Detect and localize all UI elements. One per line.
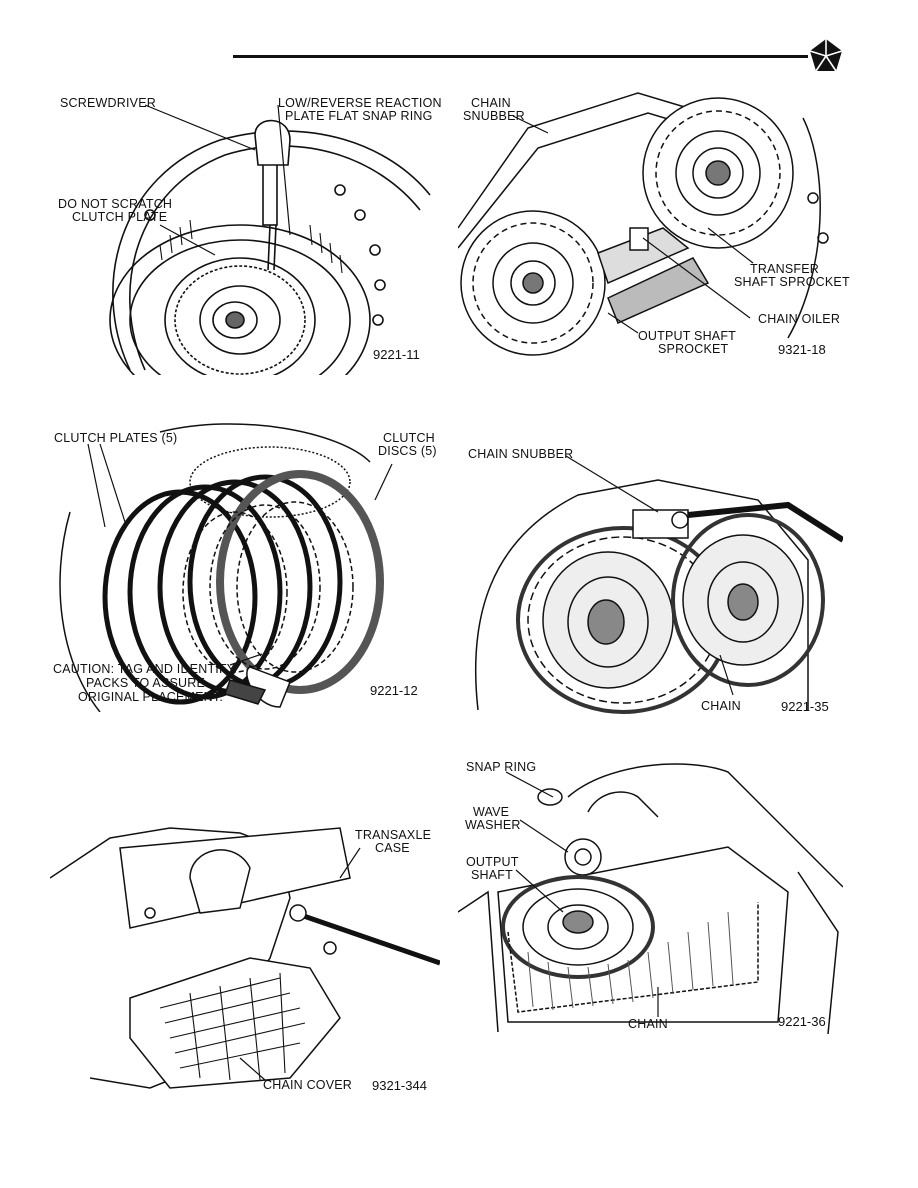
label-clutch-plates: CLUTCH PLATES (5) bbox=[54, 431, 178, 445]
label-snap-ring-line1: LOW/REVERSE REACTION bbox=[278, 96, 442, 110]
label-do-not-scratch-line2: CLUTCH PLATE bbox=[72, 210, 168, 224]
figure-9221-35: CHAIN SNUBBER CHAIN 9221-35 bbox=[458, 440, 843, 718]
label-transaxle-case-line1: TRANSAXLE bbox=[355, 828, 432, 842]
figure-number: 9321-344 bbox=[372, 1078, 427, 1093]
label-clutch-discs-line2: DISCS (5) bbox=[378, 444, 437, 458]
label-transfer-line2: SHAFT SPROCKET bbox=[734, 275, 850, 289]
label-snap-ring: SNAP RING bbox=[466, 760, 537, 774]
label-chain: CHAIN bbox=[628, 1017, 668, 1031]
label-chain: CHAIN bbox=[701, 699, 741, 713]
label-chain-snubber-line2: SNUBBER bbox=[463, 109, 525, 123]
figure-number: 9221-36 bbox=[778, 1014, 826, 1029]
figure-9221-12: CLUTCH PLATES (5) CLUTCH DISCS (5) CAUTI… bbox=[40, 422, 440, 712]
label-screwdriver: SCREWDRIVER bbox=[60, 96, 156, 110]
label-chain-snubber: CHAIN SNUBBER bbox=[468, 447, 574, 461]
label-caution-line2: PACKS TO ASSURE bbox=[86, 676, 206, 690]
label-chain-oiler: CHAIN OILER bbox=[758, 312, 841, 326]
figure-number: 9221-11 bbox=[373, 347, 420, 362]
label-clutch-discs-line1: CLUTCH bbox=[383, 431, 435, 445]
label-transfer-line1: TRANSFER bbox=[750, 262, 819, 276]
label-caution-line1: CAUTION: TAG AND IDENTIFY bbox=[53, 662, 236, 676]
label-chain-snubber-line1: CHAIN bbox=[471, 96, 511, 110]
label-chain-cover: CHAIN COVER bbox=[263, 1078, 353, 1092]
label-output-sprocket-line1: OUTPUT SHAFT bbox=[638, 329, 737, 343]
clutch-plate-snap-ring-illustration bbox=[109, 104, 431, 375]
label-wave-washer-line2: WASHER bbox=[465, 818, 521, 832]
figure-9221-11: SCREWDRIVER LOW/REVERSE REACTION PLATE F… bbox=[50, 85, 442, 375]
label-output-shaft-line2: SHAFT bbox=[471, 868, 513, 882]
figure-number: 9321-18 bbox=[778, 342, 826, 357]
label-output-shaft-line1: OUTPUT bbox=[466, 855, 519, 869]
figure-number: 9221-12 bbox=[370, 683, 418, 698]
clutch-packs-illustration bbox=[59, 423, 393, 712]
label-output-sprocket-line2: SPROCKET bbox=[658, 342, 729, 356]
label-caution-line3: ORIGINAL PLACEMENT. bbox=[78, 690, 224, 704]
label-transaxle-case-line2: CASE bbox=[375, 841, 410, 855]
figure-9221-36: SNAP RING WAVE WASHER OUTPUT SHAFT CHAIN… bbox=[458, 752, 843, 1034]
figure-number: 9221-35 bbox=[781, 699, 829, 714]
chain-snubber-illustration bbox=[474, 455, 843, 714]
output-shaft-snap-ring-illustration bbox=[458, 763, 843, 1034]
header-rule bbox=[233, 55, 808, 58]
label-do-not-scratch-line1: DO NOT SCRATCH bbox=[58, 197, 173, 211]
label-snap-ring-line2: PLATE FLAT SNAP RING bbox=[285, 109, 433, 123]
chain-cover-illustration bbox=[50, 827, 440, 1089]
label-wave-washer-line1: WAVE bbox=[473, 805, 510, 819]
pentastar-logo-icon bbox=[809, 39, 843, 72]
figure-9321-18: CHAIN SNUBBER TRANSFER SHAFT SPROCKET CH… bbox=[458, 88, 850, 363]
figure-9321-344: TRANSAXLE CASE CHAIN COVER 9321-344 bbox=[50, 818, 440, 1098]
transfer-sprocket-illustration bbox=[458, 92, 829, 356]
